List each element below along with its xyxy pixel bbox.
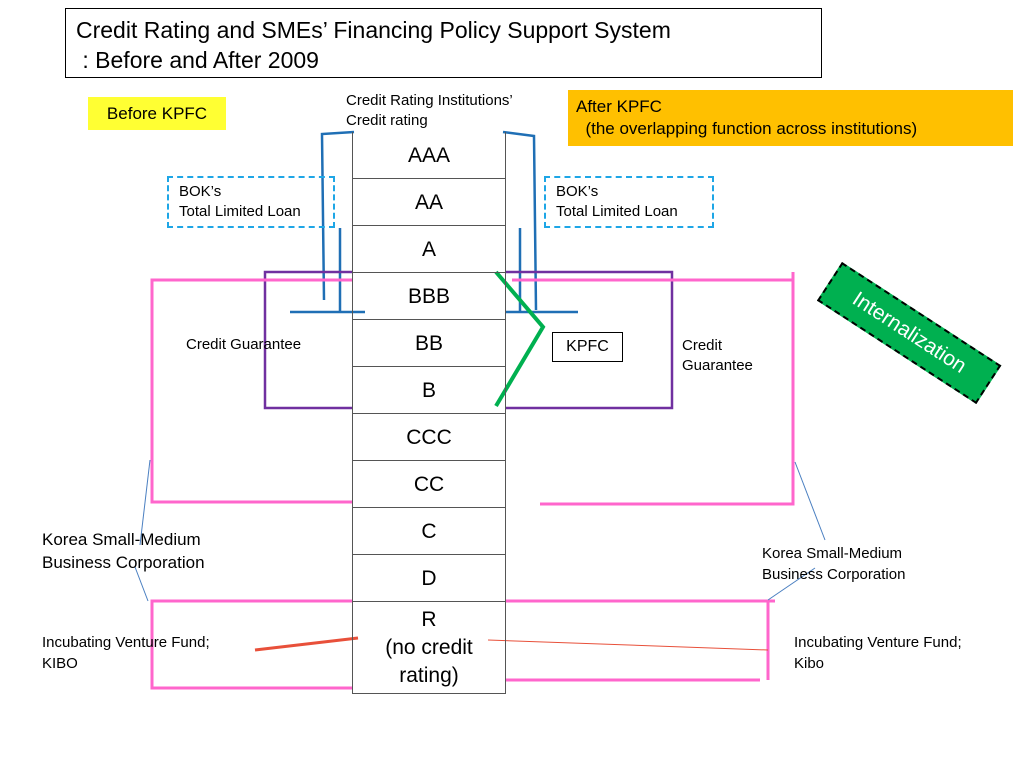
- ivf-right-line-1: Incubating Venture Fund;: [794, 634, 962, 651]
- ksm-right-line-1: Korea Small-Medium: [762, 545, 903, 562]
- title-line-2: : Before and After 2009: [76, 47, 319, 73]
- kpfc-chevron: [494, 270, 546, 408]
- rating-r-line-2: (no credit: [385, 636, 473, 659]
- ksm-right-bracket: [512, 272, 795, 506]
- ksm-left-label: Korea Small-Medium Business Corporation: [42, 528, 205, 574]
- after-kpfc-line-2: (the overlapping function across institu…: [576, 119, 918, 138]
- ksm-left-line-2: Business Corporation: [42, 553, 205, 572]
- bok-right-bracket: [502, 130, 578, 314]
- ksm-left-pointer-top: [139, 459, 151, 546]
- rating-aaa: AAA: [353, 132, 505, 179]
- bok-right-box: BOK’s Total Limited Loan: [544, 176, 714, 228]
- ksm-left-line-1: Korea Small-Medium: [42, 530, 201, 549]
- rating-ladder: AAA AA A BBB BB B CCC CC C D R (no credi…: [352, 132, 506, 694]
- ksm-left-bracket: [150, 278, 352, 504]
- credit-guarantee-left-bracket: [263, 270, 352, 410]
- ivf-left-line-2: KIBO: [42, 655, 78, 672]
- bok-right-line-1: BOK’s: [556, 183, 599, 200]
- credit-guarantee-right-bracket: [505, 270, 674, 410]
- bok-left-line-2: Total Limited Loan: [179, 203, 301, 220]
- after-kpfc-line-1: After KPFC: [576, 97, 662, 116]
- credit-guarantee-right-line-1: Credit: [682, 337, 723, 354]
- bok-right-line-2: Total Limited Loan: [556, 203, 678, 220]
- rating-ccc: CCC: [353, 414, 505, 461]
- bok-left-box: BOK’s Total Limited Loan: [167, 176, 335, 228]
- ksm-left-pointer-bottom: [134, 566, 149, 602]
- rating-cc: CC: [353, 461, 505, 508]
- credit-rating-header-line-2: Credit rating: [346, 112, 428, 129]
- title-box: Credit Rating and SMEs’ Financing Policy…: [65, 8, 822, 78]
- ksm-right-line-2: Business Corporation: [762, 566, 906, 583]
- ivf-left-label: Incubating Venture Fund; KIBO: [42, 632, 210, 674]
- rating-bb: BB: [353, 320, 505, 367]
- ivf-right-bracket: [505, 599, 775, 682]
- ivf-right-line-2: Kibo: [794, 655, 825, 672]
- credit-rating-header-line-1: Credit Rating Institutions’: [346, 92, 513, 109]
- rating-aa: AA: [353, 179, 505, 226]
- rating-r-line-1: R: [421, 608, 437, 631]
- kpfc-box: KPFC: [552, 332, 623, 362]
- credit-guarantee-left-label: Credit Guarantee: [186, 336, 302, 353]
- rating-c: C: [353, 508, 505, 555]
- ivf-left-line-1: Incubating Venture Fund;: [42, 634, 210, 651]
- ksm-right-pointer-top: [794, 461, 826, 541]
- rating-d: D: [353, 555, 505, 602]
- credit-rating-header: Credit Rating Institutions’ Credit ratin…: [346, 91, 561, 131]
- rating-r: R (no credit rating): [353, 602, 505, 694]
- before-kpfc-label: Before KPFC: [88, 97, 226, 130]
- ivf-left-pointer: [254, 636, 359, 652]
- credit-guarantee-right-label: Credit Guarantee: [682, 336, 753, 376]
- title-line-1: Credit Rating and SMEs’ Financing Policy…: [76, 17, 671, 43]
- ksm-right-label: Korea Small-Medium Business Corporation: [762, 543, 905, 585]
- ivf-right-label: Incubating Venture Fund; Kibo: [794, 632, 962, 674]
- credit-guarantee-right-line-2: Guarantee: [682, 357, 753, 374]
- ivf-right-pointer: [487, 639, 769, 651]
- ivf-left-bracket: [150, 599, 352, 690]
- ksm-right-pointer-bottom: [767, 567, 816, 601]
- after-kpfc-label: After KPFC (the overlapping function acr…: [568, 90, 1013, 146]
- rating-a: A: [353, 226, 505, 273]
- rating-bbb: BBB: [353, 273, 505, 320]
- rating-r-line-3: rating): [399, 664, 459, 687]
- rating-b: B: [353, 367, 505, 414]
- bok-left-line-1: BOK’s: [179, 183, 222, 200]
